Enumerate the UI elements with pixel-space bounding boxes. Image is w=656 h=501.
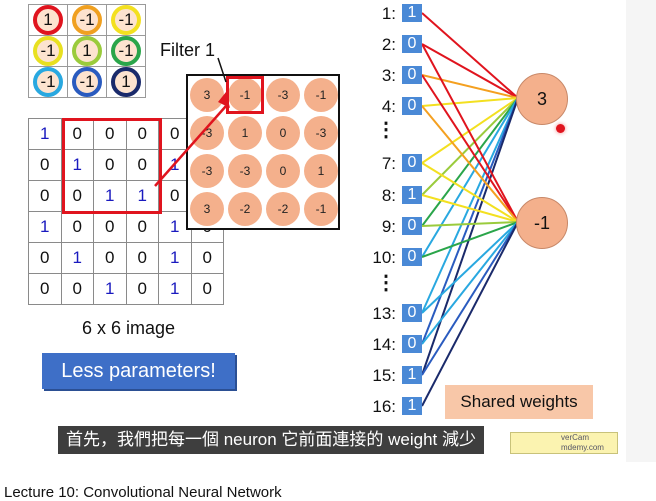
filter-value: 1 xyxy=(72,36,102,66)
image-cell: 0 xyxy=(158,118,192,150)
filter-value: -1 xyxy=(72,67,102,97)
image-cell: 0 xyxy=(93,242,127,274)
feature-map-value: 0 xyxy=(266,154,300,188)
feature-map-value: -2 xyxy=(266,192,300,226)
pointer-dot-icon xyxy=(556,124,565,133)
feature-map-value: -3 xyxy=(190,116,224,150)
image-cell: 0 xyxy=(60,273,94,305)
feature-map-value: -1 xyxy=(304,78,338,112)
input-value: 1 xyxy=(402,4,422,22)
filter-value: -1 xyxy=(33,67,63,97)
image-cell: 0 xyxy=(28,242,62,274)
image-cell: 1 xyxy=(158,211,192,243)
input-value: 0 xyxy=(402,35,422,53)
receptive-field-box xyxy=(62,118,162,214)
feature-map-value: -1 xyxy=(304,192,338,226)
input-index: 14: xyxy=(372,335,396,354)
video-title[interactable]: Lecture 10: Convolutional Neural Network xyxy=(4,484,282,501)
input-value: 0 xyxy=(402,248,422,266)
input-index: 4: xyxy=(381,97,396,116)
input-value: 1 xyxy=(402,366,422,384)
filter-cell: 1 xyxy=(28,4,68,36)
image-label: 6 x 6 image xyxy=(82,318,176,338)
input-index: 16: xyxy=(372,397,396,416)
image-cell: 0 xyxy=(60,180,94,212)
ellipsis-icon: ⋮ xyxy=(376,272,396,294)
filter-cell: -1 xyxy=(106,4,146,36)
feature-map-value: -3 xyxy=(190,154,224,188)
input-index: 13: xyxy=(372,304,396,323)
connection-diagram xyxy=(154,12,519,407)
filter-pointer-arrow xyxy=(154,57,230,187)
feature-map-value: -1 xyxy=(228,78,262,112)
feature-map-value: 1 xyxy=(228,116,262,150)
shared-weights-label: Shared weights xyxy=(445,385,593,419)
filter-value: -1 xyxy=(72,5,102,35)
feature-map-value: -3 xyxy=(266,78,300,112)
output-neuron: -1 xyxy=(516,197,568,249)
image-cell: 0 xyxy=(190,242,224,274)
filter-cell: -1 xyxy=(28,66,68,98)
feature-map-value: -2 xyxy=(228,192,262,226)
image-cell: 0 xyxy=(190,273,224,305)
filter-value: 1 xyxy=(111,67,141,97)
video-slide[interactable]: 1 -1 -1 -1 1 -1 -1 -1 1 Filter 1 1 0 0 0… xyxy=(0,0,626,462)
filter-value: -1 xyxy=(111,5,141,35)
image-cell: 0 xyxy=(125,118,159,150)
feature-map-value: 3 xyxy=(190,78,224,112)
feature-map-value: 3 xyxy=(190,192,224,226)
input-value: 0 xyxy=(402,97,422,115)
image-cell: 0 xyxy=(93,149,127,181)
video-subtitle: 首先，我們把每一個 neuron 它前面連接的 weight 減少 xyxy=(58,426,484,454)
input-index: 10: xyxy=(372,248,396,267)
image-cell: 1 xyxy=(93,180,127,212)
input-index: 7: xyxy=(381,154,396,173)
input-index: 3: xyxy=(381,66,396,85)
image-cell: 0 xyxy=(125,149,159,181)
feature-map-value: 0 xyxy=(266,116,300,150)
filter-label: Filter 1 xyxy=(160,40,216,60)
input-value: 0 xyxy=(402,217,422,235)
watermark-line: verCam xyxy=(561,433,590,442)
image-cell: 1 xyxy=(60,149,94,181)
input-index: 8: xyxy=(381,186,396,205)
input-index: 15: xyxy=(372,366,396,385)
input-value: 1 xyxy=(402,186,422,204)
input-index: 1: xyxy=(381,4,396,23)
watermark: verCam mdemy.com xyxy=(510,432,618,454)
feature-map-value: 1 xyxy=(304,154,338,188)
filter-value: -1 xyxy=(33,36,63,66)
input-index: 9: xyxy=(381,217,396,236)
image-cell: 1 xyxy=(28,118,62,150)
feature-map: 3 -1 -3 -1 -3 1 0 -3 -3 -3 0 1 3 -2 -2 -… xyxy=(186,74,340,230)
feature-map-value: -3 xyxy=(304,116,338,150)
input-value: 1 xyxy=(402,397,422,415)
image-cell: 0 xyxy=(125,242,159,274)
ellipsis-icon: ⋮ xyxy=(376,119,396,141)
filter-grid: 1 -1 -1 -1 1 -1 -1 -1 1 xyxy=(28,4,146,98)
image-cell: 0 xyxy=(158,180,192,212)
filter-value: 1 xyxy=(33,5,63,35)
weight-lines xyxy=(421,12,519,407)
image-cell: 0 xyxy=(28,273,62,305)
input-index: 2: xyxy=(381,35,396,54)
feature-map-highlight-box xyxy=(226,76,264,114)
input-value: 0 xyxy=(402,335,422,353)
watermark-line: mdemy.com xyxy=(561,443,604,452)
feature-map-value: -3 xyxy=(228,154,262,188)
input-value: 0 xyxy=(402,304,422,322)
filter-cell: -1 xyxy=(106,35,146,67)
side-strip xyxy=(626,0,656,462)
image-cell: 0 xyxy=(125,273,159,305)
filter-cell: 1 xyxy=(106,66,146,98)
input-value: 0 xyxy=(402,154,422,172)
output-neuron: 3 xyxy=(516,73,568,125)
input-value: 0 xyxy=(402,66,422,84)
less-parameters-banner: Less parameters! xyxy=(42,353,235,389)
image-cell: 1 xyxy=(93,273,127,305)
filter-value: -1 xyxy=(111,36,141,66)
filter-cell: -1 xyxy=(67,4,107,36)
